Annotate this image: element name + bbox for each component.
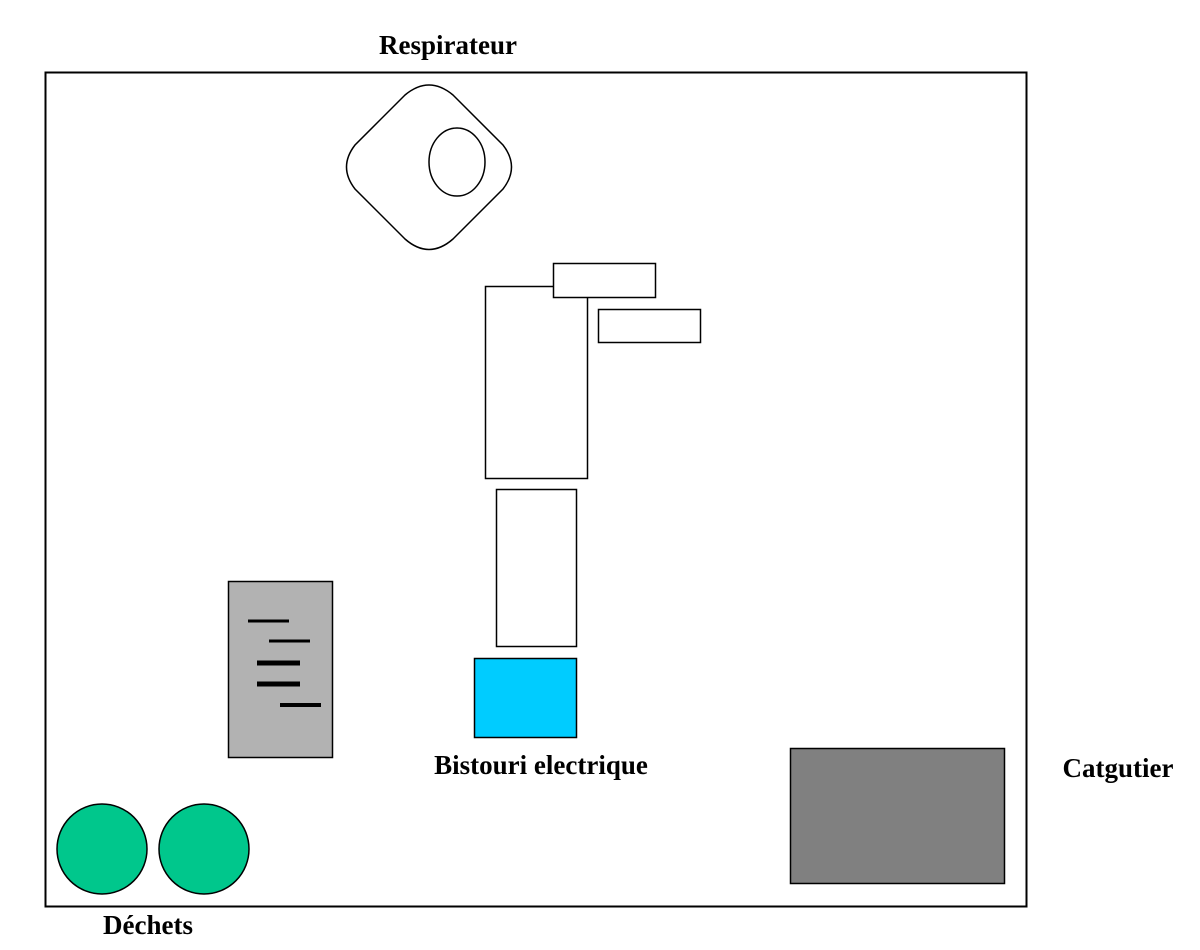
respirator-dial (428, 127, 486, 197)
electric-scalpel (473, 657, 578, 739)
operating-table (484, 285, 589, 480)
waste-label: Déchets (103, 910, 193, 940)
table-extension (495, 488, 578, 648)
suture-cabinet (789, 747, 1006, 885)
instrument-table (227, 580, 334, 759)
waste-bin-2 (158, 803, 250, 895)
waste-bin-1 (56, 803, 148, 895)
arm-board-1 (552, 262, 657, 299)
suture-cabinet-label: Catgutier (1063, 753, 1174, 783)
arm-board-2 (597, 308, 702, 344)
electric-scalpel-label: Bistouri electrique (434, 750, 648, 780)
respirator-label: Respirateur (379, 30, 517, 60)
room-outline (44, 71, 1028, 908)
